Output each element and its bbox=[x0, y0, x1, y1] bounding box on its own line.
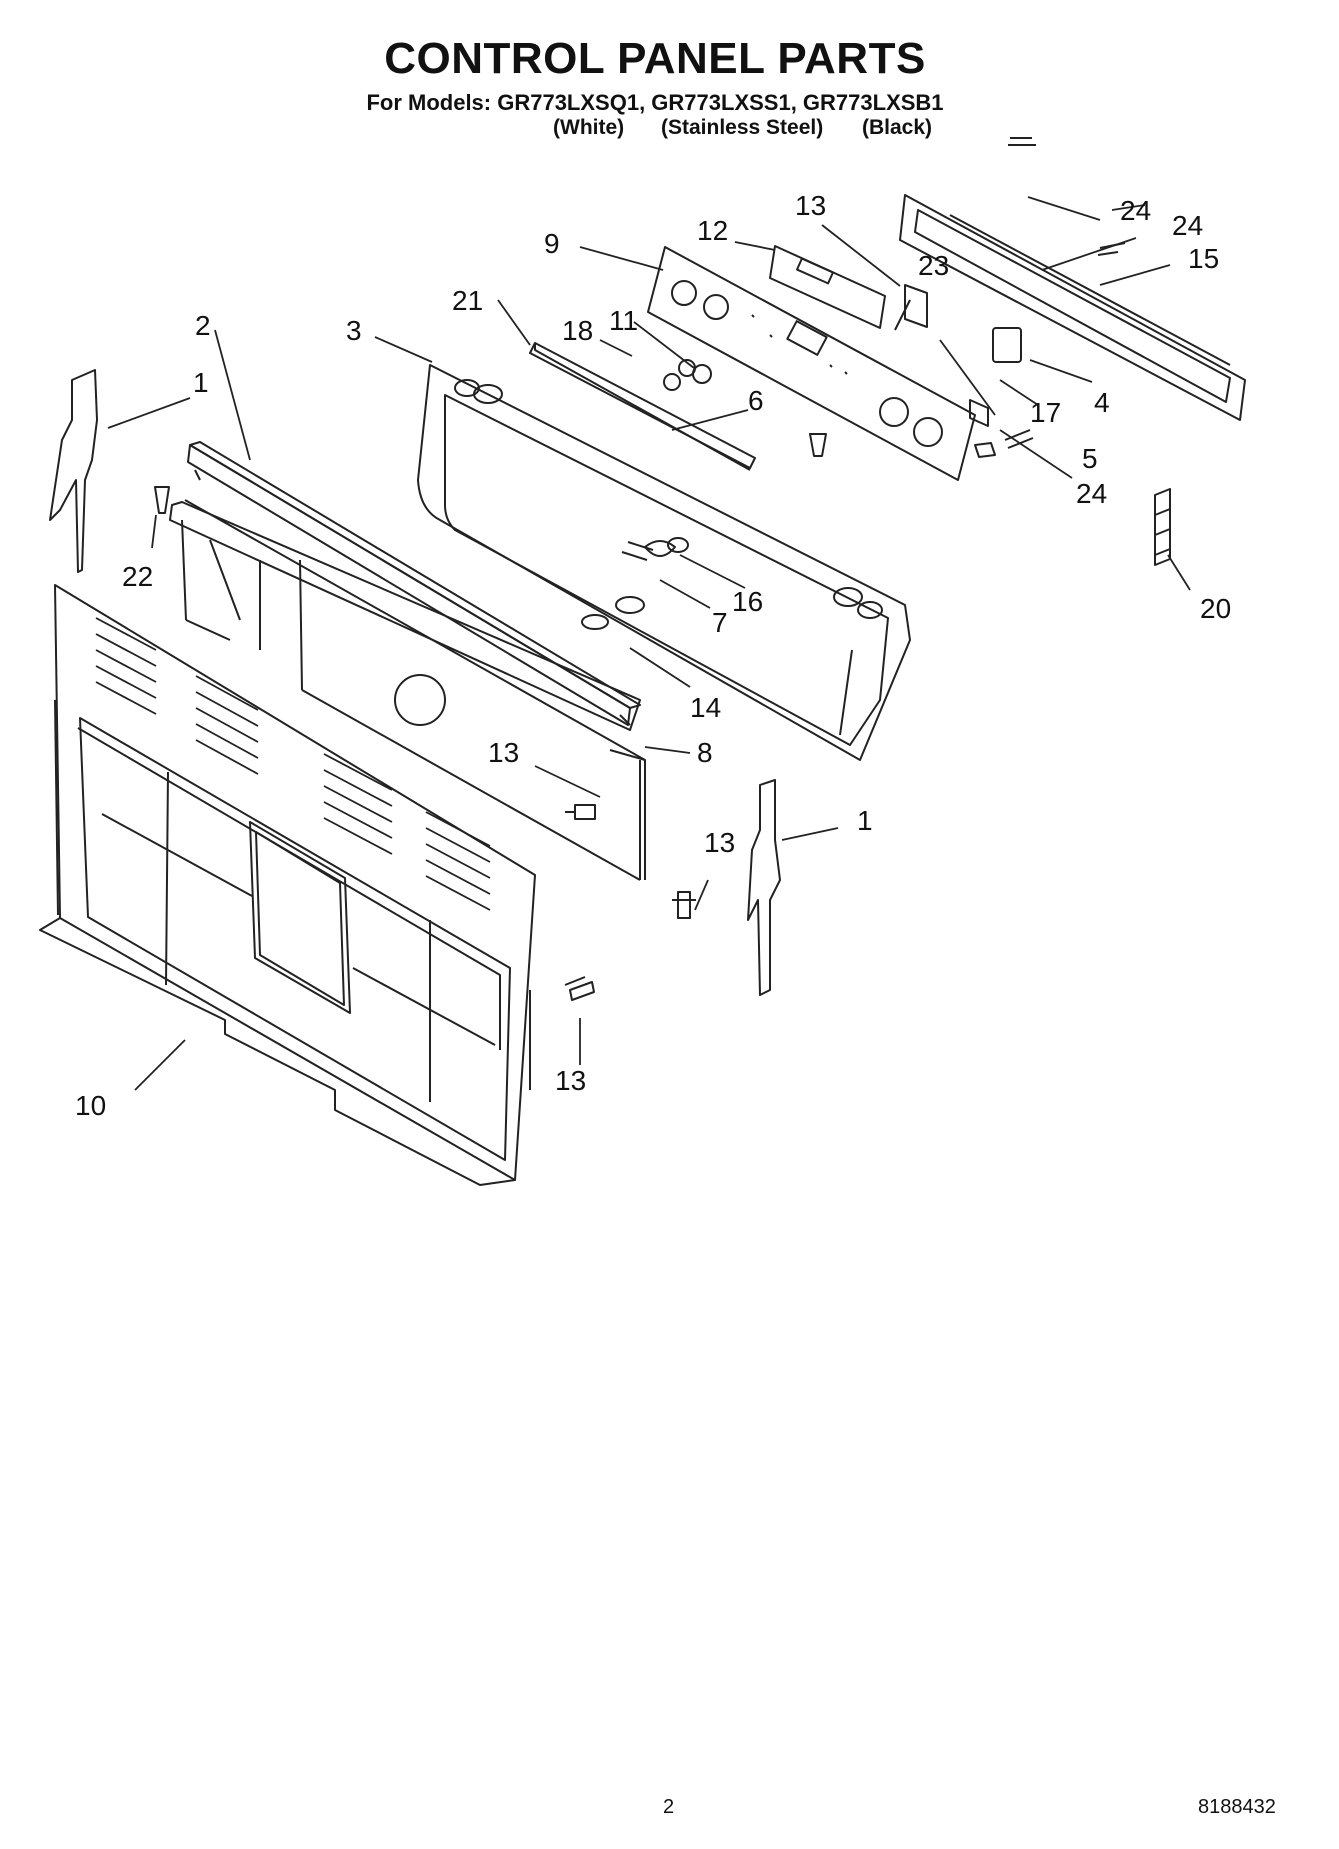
callout-3: 3 bbox=[346, 315, 362, 346]
callout-20: 20 bbox=[1200, 593, 1231, 624]
callout-12: 12 bbox=[697, 215, 728, 246]
side-trim-part-1-right bbox=[747, 779, 781, 996]
models-line: For Models: GR773LXSQ1, GR773LXSS1, GR77… bbox=[366, 90, 944, 115]
callout-13-lower: 13 bbox=[704, 827, 735, 858]
callout-6: 6 bbox=[748, 385, 764, 416]
callout-5: 5 bbox=[1082, 443, 1098, 474]
rear-trim-frame-part-15 bbox=[899, 194, 1246, 421]
bracket-part-8 bbox=[184, 499, 646, 880]
mounting-bracket-part-2 bbox=[169, 441, 641, 881]
callout-14: 14 bbox=[690, 692, 721, 723]
page-number: 2 bbox=[663, 1796, 675, 1818]
display-board-part-12 bbox=[769, 245, 886, 329]
color-stainless-steel: (Stainless Steel) bbox=[661, 116, 824, 139]
callout-21: 21 bbox=[452, 285, 483, 316]
switch-strip-part-21 bbox=[529, 342, 756, 471]
callout-13-top: 13 bbox=[795, 190, 826, 221]
callout-7: 7 bbox=[712, 607, 728, 638]
console-panel-part-9 bbox=[647, 246, 976, 481]
small-parts bbox=[154, 137, 1171, 1001]
callout-24-top: 24 bbox=[1120, 195, 1151, 226]
callout-22: 22 bbox=[122, 561, 153, 592]
callout-1-left: 1 bbox=[193, 367, 209, 398]
page-title: CONTROL PANEL PARTS bbox=[384, 34, 926, 83]
callout-1-right: 1 bbox=[857, 805, 873, 836]
callout-13-middle: 13 bbox=[488, 737, 519, 768]
leader-lines bbox=[107, 196, 1191, 1091]
callout-11: 11 bbox=[609, 305, 638, 336]
callout-10: 10 bbox=[75, 1090, 106, 1121]
back-panel-part-10 bbox=[39, 584, 536, 1186]
callout-4: 4 bbox=[1094, 387, 1110, 418]
callout-23: 23 bbox=[918, 250, 949, 281]
callout-8: 8 bbox=[697, 737, 713, 768]
callout-labels: 1 1 2 3 4 5 6 7 8 9 10 11 12 13 13 13 13… bbox=[75, 190, 1231, 1121]
callout-15: 15 bbox=[1188, 243, 1219, 274]
callout-17: 17 bbox=[1030, 397, 1061, 428]
color-white: (White) bbox=[553, 116, 625, 139]
callout-24-right: 24 bbox=[1172, 210, 1203, 241]
model-colors: (White) (Stainless Steel) (Black) bbox=[0, 116, 1339, 144]
color-black: (Black) bbox=[862, 116, 933, 139]
document-number: 8188432 bbox=[1198, 1796, 1276, 1818]
callout-13-bottom: 13 bbox=[555, 1065, 586, 1096]
callout-18: 18 bbox=[562, 315, 593, 346]
callout-24-lower: 24 bbox=[1076, 478, 1107, 509]
callout-9: 9 bbox=[544, 228, 560, 259]
callout-16: 16 bbox=[732, 586, 763, 617]
side-trim-part-1-left bbox=[49, 369, 98, 573]
callout-2: 2 bbox=[195, 310, 211, 341]
control-panel-frame-part-3 bbox=[417, 364, 911, 761]
